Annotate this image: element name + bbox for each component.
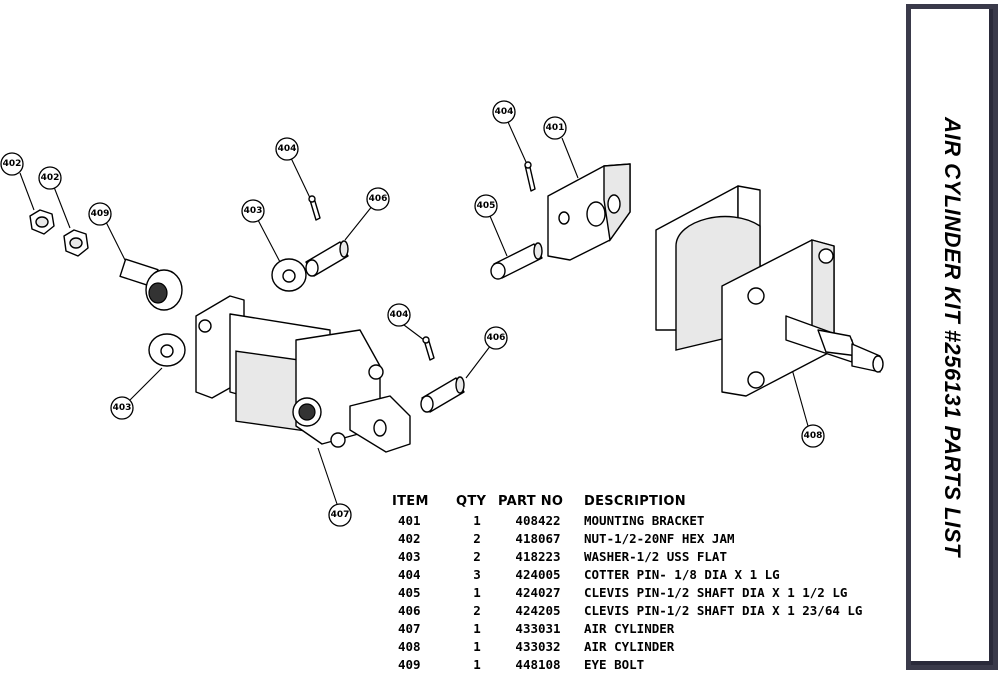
cotter-pin-404-c: [524, 161, 536, 192]
table-row: 408 1 433032 AIR CYLINDER: [392, 638, 862, 656]
cell-description: MOUNTING BRACKET: [584, 513, 705, 528]
cell-description: AIR CYLINDER: [584, 639, 675, 654]
cell-qty: 1: [473, 621, 481, 636]
svg-text:408: 408: [804, 431, 823, 441]
svg-text:403: 403: [244, 206, 263, 216]
cell-qty: 1: [473, 513, 481, 528]
cell-description: CLEVIS PIN-1/2 SHAFT DIA X 1 1/2 LG: [584, 585, 848, 600]
table-row: 403 2 418223 WASHER-1/2 USS FLAT: [392, 548, 862, 566]
cell-item: 406: [398, 603, 421, 618]
callout-404-a: 404: [275, 137, 299, 161]
header-part-no: PART NO: [498, 494, 564, 509]
callout-402-b: 402: [38, 166, 62, 190]
cell-description: WASHER-1/2 USS FLAT: [584, 549, 727, 564]
table-row: 405 1 424027 CLEVIS PIN-1/2 SHAFT DIA X 1 1…: [392, 584, 862, 602]
cell-part-no: 433031: [515, 621, 561, 636]
callout-404-c: 404: [492, 100, 516, 124]
cell-part-no: 424205: [515, 603, 561, 618]
exploded-view-drawing: 402 402 409 403 404 406 403 404 406 407 …: [0, 100, 884, 527]
cell-qty: 1: [473, 657, 481, 672]
callout-406-a: 406: [366, 187, 390, 211]
cotter-pin-404-a: [308, 195, 321, 221]
page-title: AIR CYLINDER KIT #256131 PARTS LIST: [940, 117, 965, 557]
table-header-row: ITEM QTY PART NO DESCRIPTION: [392, 494, 862, 512]
washer-403-a: [271, 258, 307, 292]
callout-403-b: 403: [110, 396, 134, 420]
cell-qty: 1: [473, 585, 481, 600]
svg-text:404: 404: [390, 310, 409, 320]
cell-description: COTTER PIN- 1/8 DIA X 1 LG: [584, 567, 780, 582]
callout-405: 405: [474, 194, 498, 218]
title-panel: AIR CYLINDER KIT #256131 PARTS LIST: [906, 4, 998, 670]
svg-text:409: 409: [91, 209, 110, 219]
eye-bolt-409: [119, 258, 183, 311]
table-row: 402 2 418067 NUT-1/2-20NF HEX JAM: [392, 530, 862, 548]
svg-text:407: 407: [331, 510, 350, 520]
cell-part-no: 448108: [515, 657, 561, 672]
svg-text:404: 404: [495, 107, 514, 117]
table-row: 409 1 448108 EYE BOLT: [392, 656, 862, 674]
cell-qty: 3: [473, 567, 481, 582]
air-cylinder-408: [655, 185, 884, 397]
cell-qty: 2: [473, 603, 481, 618]
table-row: 401 1 408422 MOUNTING BRACKET: [392, 512, 862, 530]
svg-text:402: 402: [41, 173, 60, 183]
svg-text:402: 402: [3, 159, 22, 169]
hex-nut-402-b: [63, 229, 89, 257]
clevis-pin-405: [490, 242, 543, 280]
cell-description: EYE BOLT: [584, 657, 645, 672]
callout-406-b: 406: [484, 326, 508, 350]
cell-item: 407: [398, 621, 421, 636]
washer-403-b: [148, 333, 186, 367]
cell-part-no: 418223: [515, 549, 561, 564]
cell-item: 405: [398, 585, 421, 600]
callout-404-b: 404: [387, 303, 411, 327]
leader-lines: [19, 121, 809, 505]
cotter-pin-404-b: [422, 336, 435, 361]
svg-text:405: 405: [477, 201, 496, 211]
mounting-bracket-401: [547, 163, 631, 261]
callout-402-a: 402: [0, 152, 24, 176]
cell-item: 401: [398, 513, 421, 528]
header-item: ITEM: [392, 494, 429, 509]
header-description: DESCRIPTION: [584, 494, 686, 509]
header-qty: QTY: [456, 494, 487, 509]
svg-text:406: 406: [487, 333, 506, 343]
table-row: 407 1 433031 AIR CYLINDER: [392, 620, 862, 638]
svg-text:406: 406: [369, 194, 388, 204]
svg-text:401: 401: [546, 123, 565, 133]
cell-part-no: 424027: [515, 585, 561, 600]
callout-408: 408: [801, 424, 825, 448]
hex-nut-402-a: [29, 209, 55, 235]
table-row: 404 3 424005 COTTER PIN- 1/8 DIA X 1 LG: [392, 566, 862, 584]
callout-409: 409: [88, 202, 112, 226]
callout-407: 407: [328, 503, 352, 527]
cell-qty: 2: [473, 549, 481, 564]
cell-part-no: 408422: [515, 513, 561, 528]
parts-list-table: ITEM QTY PART NO DESCRIPTION 401 1 408422 M…: [392, 494, 862, 674]
cell-description: CLEVIS PIN-1/2 SHAFT DIA X 1 23/64 LG: [584, 603, 863, 618]
cell-qty: 1: [473, 639, 481, 654]
clevis-pin-406-a: [305, 240, 349, 277]
air-cylinder-407: [195, 295, 411, 453]
cell-item: 402: [398, 531, 421, 546]
callout-401: 401: [543, 116, 567, 140]
cell-item: 408: [398, 639, 421, 654]
svg-text:403: 403: [113, 403, 132, 413]
cell-part-no: 433032: [515, 639, 561, 654]
cell-item: 409: [398, 657, 421, 672]
cell-item: 403: [398, 549, 421, 564]
clevis-pin-406-b: [420, 376, 465, 413]
cell-description: NUT-1/2-20NF HEX JAM: [584, 531, 735, 546]
table-row: 406 2 424205 CLEVIS PIN-1/2 SHAFT DIA X 1 2…: [392, 602, 862, 620]
cell-item: 404: [398, 567, 421, 582]
cell-description: AIR CYLINDER: [584, 621, 675, 636]
callout-403-a: 403: [241, 199, 265, 223]
cell-part-no: 424005: [515, 567, 561, 582]
cell-qty: 2: [473, 531, 481, 546]
cell-part-no: 418067: [515, 531, 561, 546]
svg-text:404: 404: [278, 144, 297, 154]
